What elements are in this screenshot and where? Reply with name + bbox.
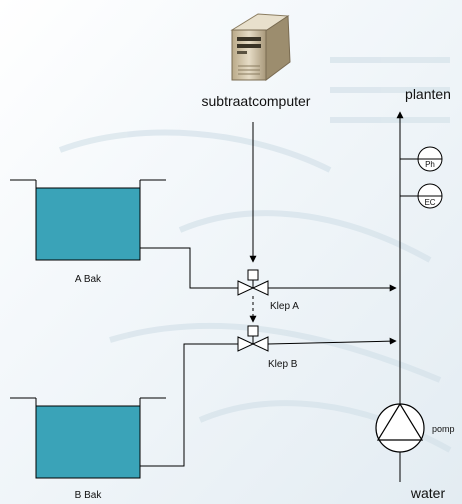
valve-b-label: Klep B [268,359,298,370]
pump-label: pomp [432,424,455,434]
pipe-tank-b [140,343,238,467]
ec-sensor: EC [400,183,443,209]
valve-b [237,325,269,352]
valve-a-label: Klep A [270,301,299,312]
centrifugal-pump-icon [375,402,425,453]
pipe-tank-a [140,247,238,289]
tank-b-label: B Bak [75,490,103,501]
computer-label: subtraatcomputer [202,93,311,109]
tank-a [10,179,166,261]
inlet-label: water [410,485,446,501]
background-texture [58,57,452,453]
valve-b-outlet [267,337,397,345]
tank-a-label: A Bak [75,274,102,285]
server-tower-icon [230,13,291,81]
ec-sensor-label: EC [424,198,435,207]
ph-sensor: Ph [400,146,443,172]
valve-a [237,269,269,296]
ph-sensor-label: Ph [425,160,435,169]
outlet-label: planten [405,86,451,102]
tank-b [10,397,166,479]
